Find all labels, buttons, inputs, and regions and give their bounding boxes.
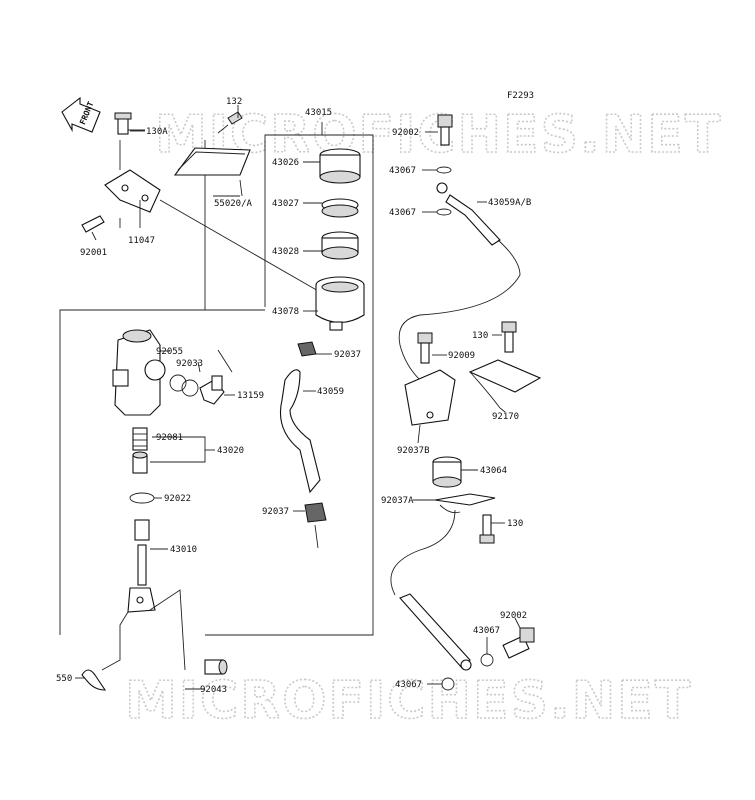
callout-132: 132 [226,97,242,107]
banjo-bolt-92002-top [437,114,453,146]
bracket-11047 [104,140,161,228]
callout-92170: 92170 [492,412,519,422]
callout-92055: 92055 [156,347,183,357]
callout-43067-c: 43067 [473,626,500,636]
callout-43059ab: 43059A/B [488,198,531,208]
bolt-132 [217,105,243,134]
callout-92002-top: 92002 [392,128,419,138]
bolt-92009 [417,332,433,364]
callout-55020a: 55020/A [214,199,253,209]
bolt-130a [114,112,145,135]
callout-43020: 43020 [217,446,244,456]
callout-130a: 130A [146,127,168,137]
diaphragm-plate-43027 [321,198,359,218]
callout-130-right: 130 [472,331,488,341]
callout-130-lower: 130 [507,519,523,529]
clip-92170 [468,359,542,409]
master-cylinder-body [112,329,166,416]
callout-92033: 92033 [176,359,203,369]
callout-43015: 43015 [305,108,332,118]
callout-43059: 43059 [317,387,344,397]
lower-hose-fitting [399,593,472,671]
spring-92081 [132,427,148,451]
bolt-130-lower [479,514,495,544]
figure-code: F2293 [507,91,534,101]
banjo-bolt-92002-bottom [502,627,535,659]
piston-43020 [132,451,148,474]
reservoir-cap-43026 [319,148,361,184]
bolt-130-right [501,321,517,353]
callout-43067-d: 43067 [395,680,422,690]
hose-43059 [279,369,321,494]
pipe-clamp-55020 [173,147,251,197]
o-ring-92033 [169,374,199,397]
clamp-92037a [434,493,496,514]
grommet-43064 [432,456,462,488]
callout-92001: 92001 [80,248,107,258]
callout-92043: 92043 [200,685,227,695]
callout-92037a: 92037A [381,496,414,506]
callout-13159: 13159 [237,391,264,401]
bolt-92001 [81,215,105,241]
clamp-92037-bottom [304,502,327,523]
bracket-92037b [404,369,456,426]
washer-43067-a [436,166,452,174]
callout-43067-b: 43067 [389,208,416,218]
callout-92022: 92022 [164,494,191,504]
circlip-92022 [129,492,155,504]
callout-43026: 43026 [272,158,299,168]
washer-43067-b [436,208,452,216]
callout-43078: 43078 [272,307,299,317]
clevis-pin-92043 [204,659,228,675]
callout-43027: 43027 [272,199,299,209]
callout-11047: 11047 [128,236,155,246]
watermark-bottom: MICROFICHES.NET [125,671,692,731]
callout-43067-a: 43067 [389,166,416,176]
fitting-13159 [199,375,225,405]
callout-550: 550 [56,674,72,684]
watermark-top: MICROFICHES.NET [155,105,722,165]
callout-92037-top: 92037 [334,350,361,360]
reservoir-43078 [315,276,365,331]
washer-43067-c [480,653,494,667]
clamp-92037-top [297,341,317,357]
callout-43064: 43064 [480,466,507,476]
front-arrow-icon: FRONT [61,96,101,133]
diaphragm-43028 [321,231,359,260]
callout-92002-bottom: 92002 [500,611,527,621]
callout-92081: 92081 [156,433,183,443]
lower-hose-line [390,509,456,596]
callout-43010: 43010 [170,545,197,555]
assembly-frame [59,122,374,636]
callout-92037-bottom: 92037 [262,507,289,517]
push-rod-43010 [127,519,156,613]
brake-hose-43059ab [398,182,521,381]
cotter-pin-550 [81,669,107,691]
leader-lines [75,130,521,690]
callout-92009: 92009 [448,351,475,361]
callout-92037b: 92037B [397,446,430,456]
callout-43028: 43028 [272,247,299,257]
